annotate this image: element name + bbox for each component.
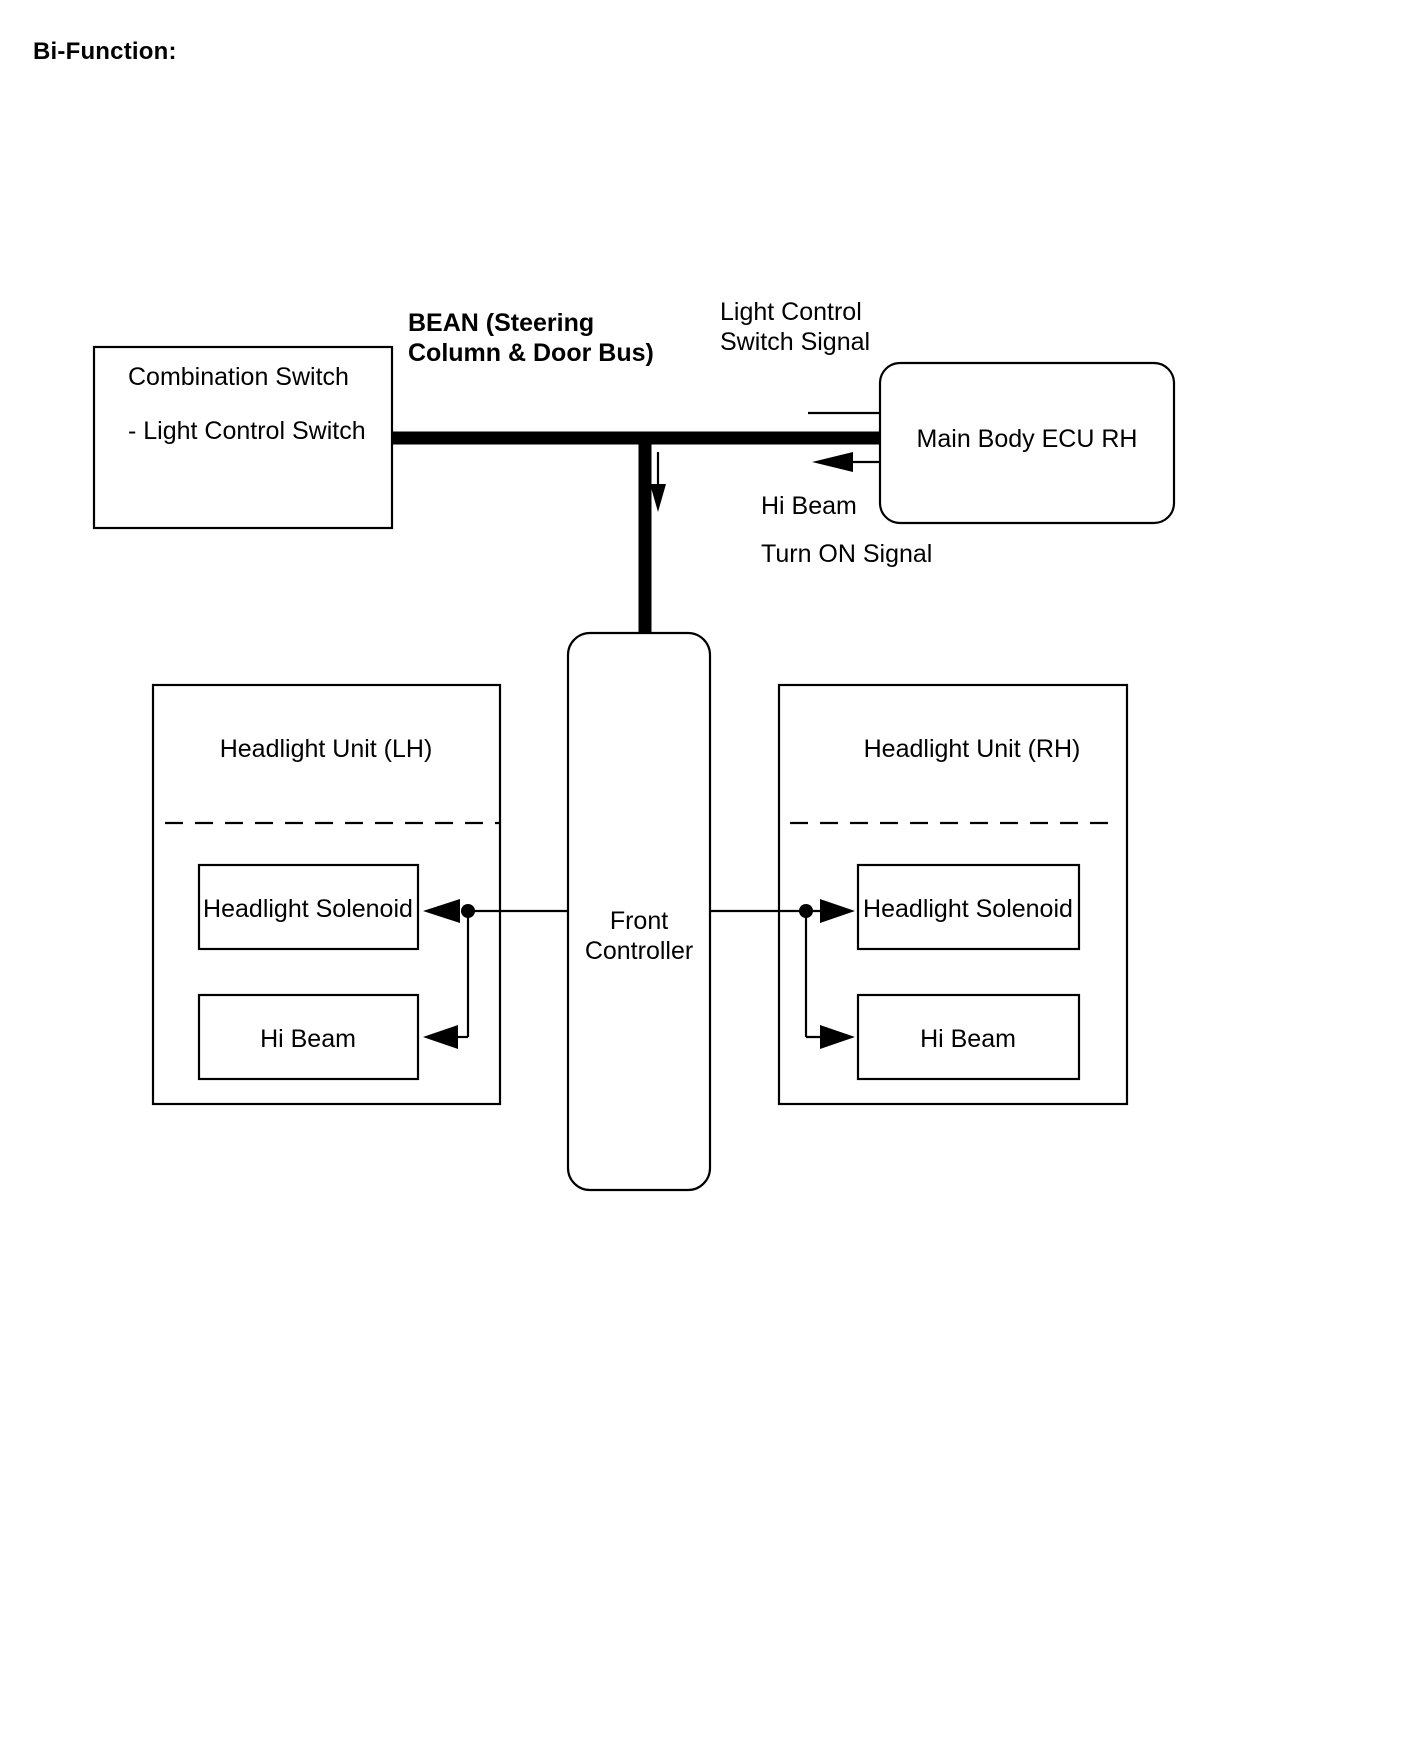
headlight-unit-lh-solenoid-box — [197, 863, 420, 951]
light-control-switch-signal-line2: Switch Signal — [720, 328, 870, 356]
combination-switch-title: Combination Switch — [128, 363, 349, 391]
hi-beam-turn-on-signal-line1: Hi Beam — [761, 492, 857, 520]
hi-beam-turn-on-signal-label: Hi Beam Turn ON Signal — [761, 492, 932, 568]
headlight-unit-lh-title: Headlight Unit (LH) — [220, 735, 433, 763]
headlight-unit-rh-hi-beam-label: Hi Beam — [920, 1025, 1016, 1053]
lh-wiring — [423, 899, 568, 1049]
headlight-unit-lh-hi-beam-box — [197, 993, 420, 1081]
main-body-ecu-box — [878, 361, 1176, 525]
headlight-unit-rh-solenoid-box — [856, 863, 1081, 951]
combination-switch-block[interactable]: Combination Switch - Light Control Switc… — [92, 345, 394, 530]
page-title: Bi-Function: — [33, 38, 177, 65]
rh-wiring — [710, 899, 855, 1049]
headlight-unit-rh-hi-beam-box — [856, 993, 1081, 1081]
main-body-ecu-label: Main Body ECU RH — [917, 425, 1138, 453]
light-control-switch-signal-label: Light Control Switch Signal — [720, 298, 870, 356]
lh-solenoid-arrowhead — [423, 899, 460, 923]
combination-switch-box — [92, 345, 394, 530]
headlight-unit-lh-hi-beam-label: Hi Beam — [260, 1025, 356, 1053]
bus-direction-down-arrow — [650, 452, 666, 512]
light-control-switch-signal-line1: Light Control — [720, 298, 862, 326]
bean-bus-label-line1: BEAN (Steering — [408, 309, 594, 337]
lh-hi-beam-arrowhead — [423, 1025, 458, 1049]
rh-solenoid-arrowhead — [820, 899, 855, 923]
hi-beam-turn-on-signal-line2: Turn ON Signal — [761, 540, 932, 568]
headlight-unit-rh-solenoid-label: Headlight Solenoid — [863, 895, 1073, 923]
main-body-ecu-block[interactable]: Main Body ECU RH — [878, 361, 1176, 525]
headlight-unit-rh-title: Headlight Unit (RH) — [864, 735, 1081, 763]
rh-hi-beam-arrowhead — [820, 1025, 855, 1049]
bean-bus-label-line2: Column & Door Bus) — [408, 339, 654, 367]
front-controller-block[interactable]: Front Controller — [566, 631, 712, 1192]
front-controller-label-line2: Controller — [585, 937, 693, 965]
bean-bus-label: BEAN (Steering Column & Door Bus) — [408, 309, 654, 367]
headlight-unit-lh-solenoid-label: Headlight Solenoid — [203, 895, 413, 923]
combination-switch-item-light-control-switch: - Light Control Switch — [128, 417, 366, 445]
front-controller-label-line1: Front — [610, 907, 668, 935]
